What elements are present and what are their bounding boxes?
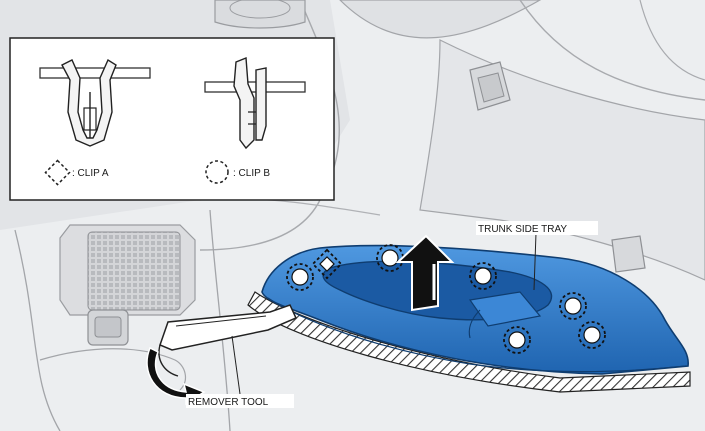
clip-detail-inset: : CLIP A : CLIP B	[9, 37, 335, 201]
clip-b-position	[469, 262, 497, 290]
trunk-wall-hooks	[469, 61, 646, 273]
clip-b-position	[559, 292, 587, 320]
remover-tool	[158, 304, 298, 377]
clip-a-position	[311, 248, 343, 280]
clip-a-drawing	[39, 58, 151, 147]
rear-speaker	[214, 0, 306, 29]
clip-b-label: : CLIP B	[233, 168, 270, 179]
clip-b-position	[286, 263, 314, 291]
tool-label-bg	[186, 394, 294, 408]
trunk-floor-edge	[247, 291, 691, 393]
clip-a-marker-icon	[44, 159, 71, 186]
leader-lines	[231, 232, 537, 395]
clip-b-marker-icon	[205, 160, 229, 184]
clip-a-label: : CLIP A	[72, 168, 109, 179]
trunk-side-tray-label: TRUNK SIDE TRAY	[478, 224, 567, 235]
remover-tool-label: REMOVER TOOL	[188, 397, 269, 408]
left-side-panel	[39, 224, 196, 391]
clip-b-position	[578, 321, 606, 349]
tray-clip-b-markers	[286, 244, 606, 354]
clip-b-drawing	[204, 56, 306, 150]
up-arrow-icon	[395, 234, 455, 312]
clip-a-fastener	[319, 256, 335, 272]
tray-label-bg	[476, 221, 598, 235]
clip-b-position	[503, 326, 531, 354]
tray-clip-a-markers	[311, 248, 343, 280]
